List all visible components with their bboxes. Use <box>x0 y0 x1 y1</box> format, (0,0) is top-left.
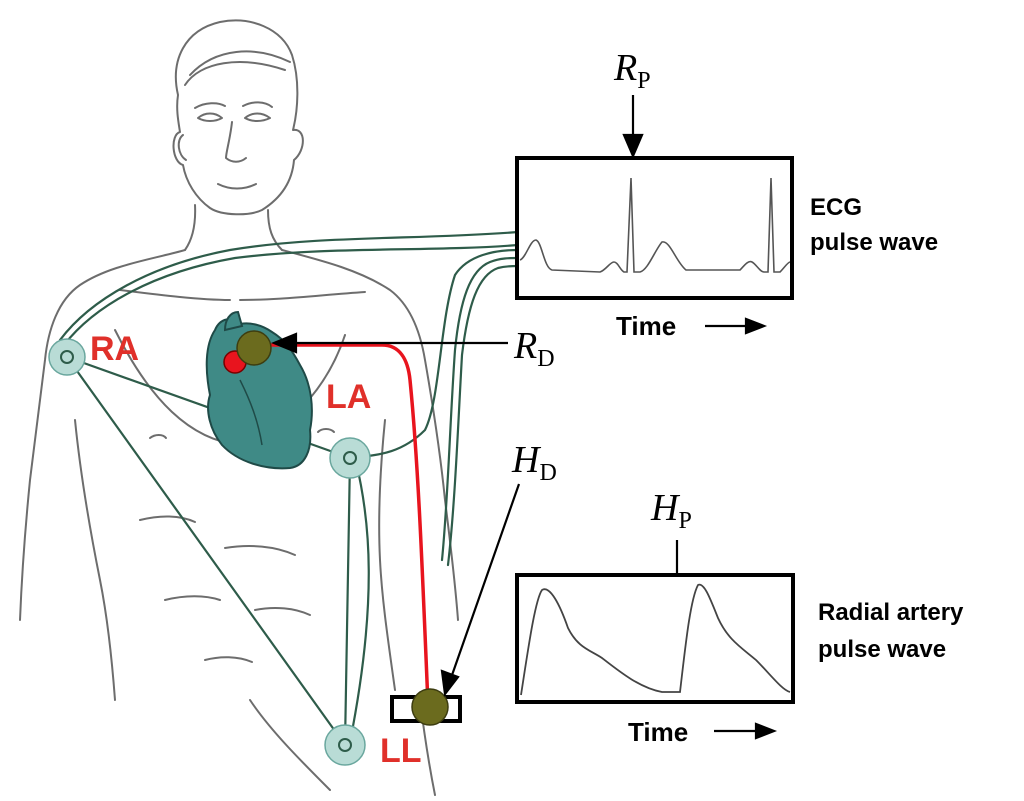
triangle-la-ll <box>343 456 352 747</box>
label-rd: RD <box>513 325 555 372</box>
label-hd-sub: D <box>539 460 556 486</box>
right-eye <box>244 112 271 122</box>
right-arm-inner <box>378 419 396 691</box>
ecg-time-label: Time <box>616 311 676 341</box>
label-rp: RP <box>613 47 651 94</box>
wire-ll <box>440 256 520 562</box>
label-ra: RA <box>90 330 139 368</box>
triangle-la-ll-2 <box>348 460 370 744</box>
label-rd-main: R <box>513 325 537 367</box>
ecg-title-line2: pulse wave <box>810 229 938 256</box>
collarbones <box>119 289 366 301</box>
left-arm-inner <box>74 419 116 701</box>
body-outline <box>19 19 459 796</box>
olive-dot-wrist <box>411 688 449 726</box>
wire-ll-2 <box>446 264 520 567</box>
radial-title-line1: Radial artery <box>818 599 964 626</box>
abdomen-lines <box>139 515 311 663</box>
mouth <box>217 183 257 190</box>
label-hd: HD <box>511 439 557 486</box>
neck <box>184 204 283 251</box>
heart-groove <box>239 379 263 446</box>
label-ll: LL <box>380 732 422 770</box>
label-la: LA <box>326 378 371 416</box>
ecg-panel-frame <box>515 156 794 300</box>
olive-dot-heart <box>236 330 272 366</box>
label-hp-main: H <box>650 487 681 529</box>
left-shoulder <box>19 249 186 621</box>
label-rd-sub: D <box>537 346 554 372</box>
nose <box>225 121 247 163</box>
label-rp-main: R <box>613 47 637 89</box>
heart-vessel <box>223 310 244 332</box>
ear-left <box>177 134 187 161</box>
ecg-waveform <box>519 177 791 273</box>
head-outline <box>172 19 304 216</box>
hair-lines <box>184 50 291 86</box>
electrode-ra <box>48 338 86 376</box>
nipple-right <box>317 428 335 433</box>
label-hd-main: H <box>511 439 542 481</box>
wire-la <box>348 248 520 460</box>
radial-time-label: Time <box>628 717 688 747</box>
label-rp-sub: P <box>637 68 650 94</box>
electrode-wires <box>58 230 520 747</box>
ecg-title-line1: ECG <box>810 194 862 221</box>
electrode-ll <box>324 724 366 766</box>
triangle-ra-ll <box>65 355 347 747</box>
right-shoulder <box>281 249 459 621</box>
brows <box>194 101 273 109</box>
pulse-transit-path <box>270 343 430 706</box>
label-hp-sub: P <box>678 508 691 534</box>
left-eye <box>197 112 223 122</box>
label-hp: HP <box>650 487 692 534</box>
radial-panel-frame <box>515 573 795 704</box>
wire-ra-2 <box>62 243 520 347</box>
wire-ra <box>58 230 520 342</box>
nipple-left <box>149 434 167 439</box>
electrode-la <box>329 437 371 479</box>
radial-title-line2: pulse wave <box>818 636 946 663</box>
radial-waveform <box>520 583 791 696</box>
